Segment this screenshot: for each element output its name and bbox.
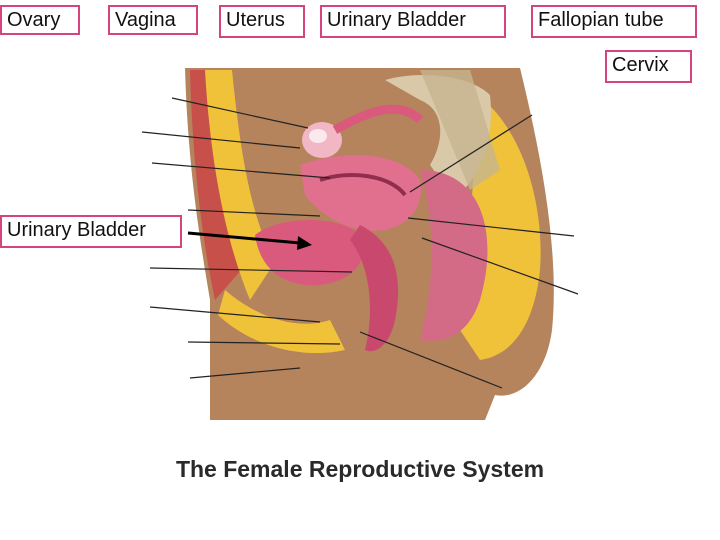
label-vagina: Vagina xyxy=(108,5,198,35)
leader-lines xyxy=(141,97,579,389)
diagram-title: The Female Reproductive System xyxy=(175,456,545,482)
label-ovary: Ovary xyxy=(0,5,80,35)
label-fallopian-tube: Fallopian tube xyxy=(531,5,697,38)
fat-layer-lower xyxy=(218,290,345,354)
label-cervix: Cervix xyxy=(605,50,692,83)
ovary-highlight xyxy=(309,129,327,143)
label-urinary-bladder-top: Urinary Bladder xyxy=(320,5,506,38)
vaginal-canal xyxy=(350,225,399,352)
uterus-shape xyxy=(300,155,421,231)
rectum xyxy=(420,170,488,341)
bladder-shape xyxy=(255,220,364,286)
label-uterus: Uterus xyxy=(219,5,305,38)
fallopian-tube-shape xyxy=(332,104,424,134)
spine-column xyxy=(420,70,500,190)
bladder-arrow-head xyxy=(297,236,312,250)
label-urinary-bladder-left: Urinary Bladder xyxy=(0,215,182,248)
bladder-arrow-line xyxy=(187,231,301,245)
